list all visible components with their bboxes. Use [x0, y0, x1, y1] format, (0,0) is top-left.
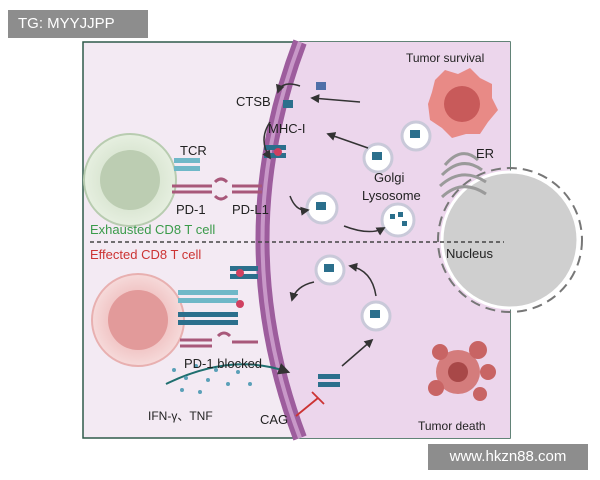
effector-tcr-mhc-icon	[178, 266, 258, 325]
watermark-top: TG: MYYJJPP	[8, 10, 148, 38]
ctsb-icon	[283, 82, 326, 108]
er-label: ER	[476, 146, 494, 161]
tumor-death-cell-icon	[428, 341, 496, 401]
golgi-label: Golgi	[374, 170, 404, 185]
pd1-blocked-icon	[180, 331, 258, 348]
pdl1-label: PD-L1	[232, 202, 269, 217]
nucleus	[440, 170, 580, 310]
exhausted-t-cell-nucleus	[100, 150, 160, 210]
cytokine-arrow	[165, 363, 291, 385]
nucleus-envelope	[437, 167, 583, 313]
tcr-icon	[174, 158, 200, 171]
tumor-cytoplasm	[262, 42, 510, 438]
lower-vesicles-icon	[314, 254, 392, 332]
pd1-label: PD-1	[176, 202, 206, 217]
tumor-death-label: Tumor death	[418, 419, 486, 433]
lysosome-vesicles-icon	[305, 191, 416, 238]
ctsb-label: CTSB	[236, 94, 271, 109]
golgi-vesicles-icon	[362, 120, 432, 174]
cytokines-label: IFN-γ、TNF	[148, 409, 213, 423]
lysosome-label: Lysosome	[362, 188, 421, 203]
cag-receptor-icon	[318, 374, 340, 387]
mhc-i-icon	[264, 145, 286, 158]
tcr-label: TCR	[180, 143, 207, 158]
tumor-membrane-inner	[260, 41, 302, 439]
effector-t-cell-nucleus	[108, 290, 168, 350]
watermark-bottom: www.hkzn88.com	[428, 444, 588, 470]
pd1-pdl1-icon	[172, 177, 262, 201]
nucleus-label: Nucleus	[446, 246, 493, 261]
mhc-i-label: MHC-I	[268, 121, 306, 136]
exhausted-label: Exhausted CD8 T cell	[90, 222, 215, 237]
er-icon	[438, 152, 487, 199]
tumor-survival-cell-icon	[428, 68, 498, 138]
cytokine-dots	[172, 364, 252, 394]
cag-inhibition-icon	[295, 391, 325, 417]
flow-arrows	[262, 83, 386, 367]
tumor-survival-label: Tumor survival	[406, 51, 484, 65]
pd1-blocked-label: PD-1 blocked	[184, 356, 262, 371]
cag-label: CAG	[260, 412, 288, 427]
effected-label: Effected CD8 T cell	[90, 247, 201, 262]
